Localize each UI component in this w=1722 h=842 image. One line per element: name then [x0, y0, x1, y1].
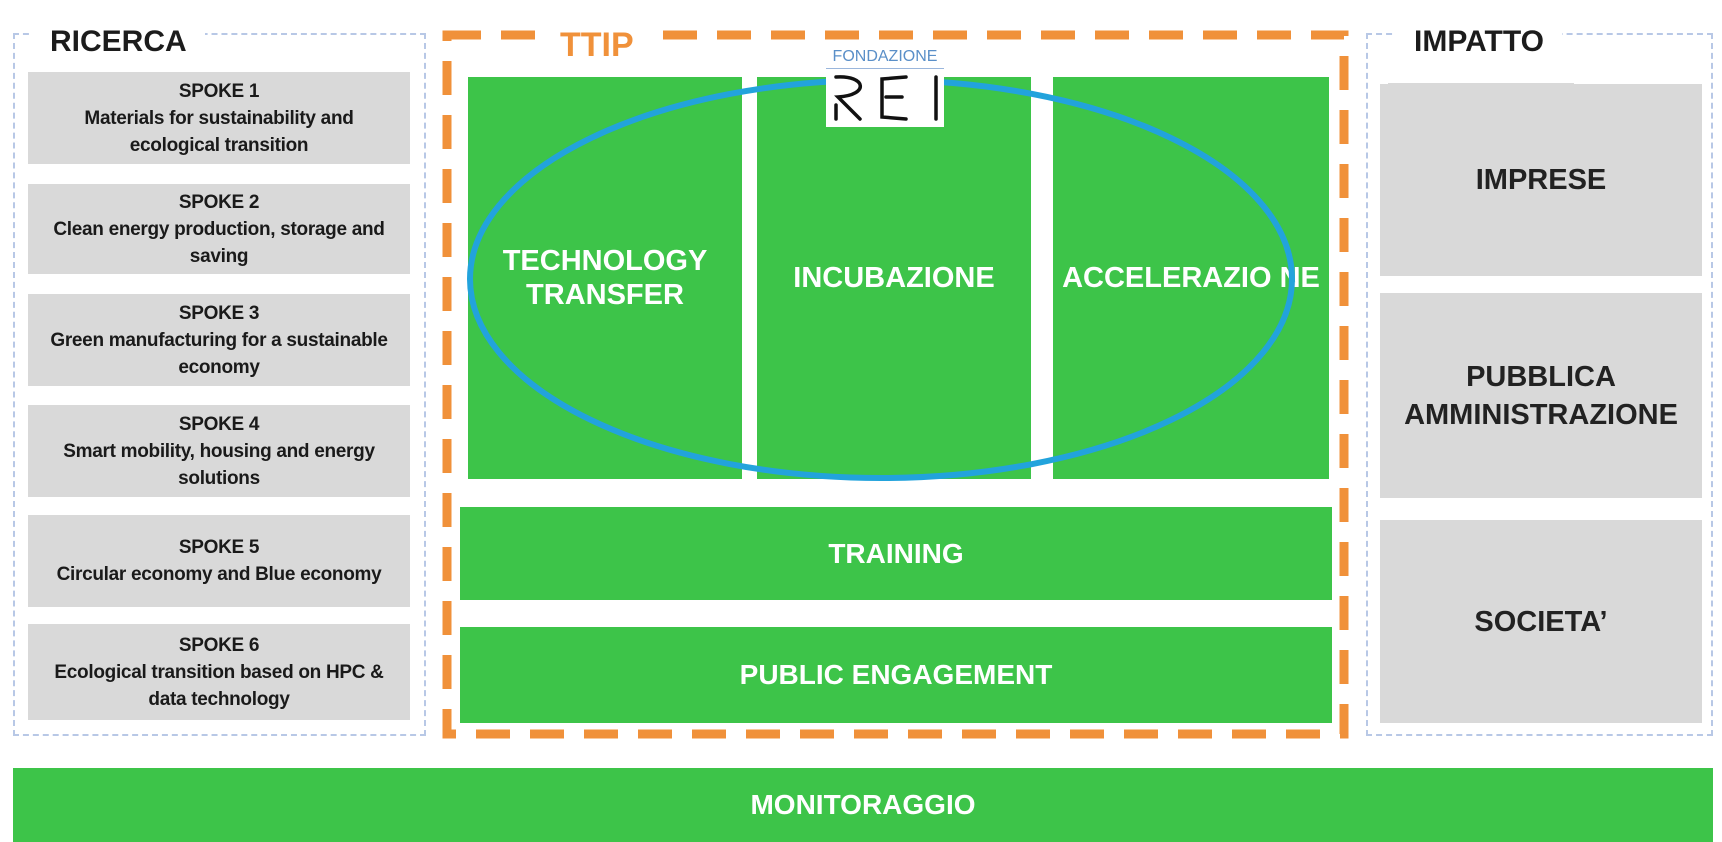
spoke-2: SPOKE 2 Clean energy production, storage…: [28, 184, 410, 274]
spoke-title: SPOKE 3: [178, 302, 260, 324]
spoke-5: SPOKE 5 Circular economy and Blue econom…: [28, 515, 410, 607]
pillar-technology-transfer: TECHNOLOGY TRANSFER: [468, 77, 742, 479]
impatto-tab-notch: [1388, 58, 1574, 84]
spoke-1: SPOKE 1 Materials for sustainability and…: [28, 72, 410, 164]
spoke-title: SPOKE 5: [178, 537, 260, 558]
ttip-dashed-border: [442, 30, 1349, 739]
spoke-3: SPOKE 3 Green manufacturing for a sustai…: [28, 294, 410, 386]
impact-pubblica-amministrazione: PUBBLICA AMMINISTRAZIONE: [1380, 293, 1702, 498]
spoke-desc: Smart mobility, housing and energy solut…: [63, 440, 375, 489]
highlight-ellipse-stroke: [467, 77, 1295, 481]
impatto-label: IMPATTO: [1396, 22, 1562, 62]
ricerca-frame: [13, 33, 426, 736]
spoke-desc: Ecological transition based on HPC & dat…: [54, 661, 384, 710]
spoke-title: SPOKE 4: [178, 413, 260, 435]
spoke-desc: Green manufacturing for a sustainable ec…: [50, 329, 388, 378]
spoke-title: SPOKE 2: [178, 191, 260, 213]
pillar-incubazione: INCUBAZIONE: [757, 77, 1031, 479]
ttip-frame: [442, 30, 1349, 739]
spoke-title: SPOKE 6: [178, 634, 260, 656]
monitoraggio-bar: MONITORAGGIO: [13, 768, 1713, 842]
spoke-4: SPOKE 4 Smart mobility, housing and ener…: [28, 405, 410, 497]
spoke-6: SPOKE 6 Ecological transition based on H…: [28, 624, 410, 720]
spoke-title: SPOKE 1: [178, 80, 260, 102]
spoke-desc: Clean energy production, storage and sav…: [53, 218, 385, 267]
spoke-desc: Circular economy and Blue economy: [56, 564, 382, 585]
training-band: TRAINING: [460, 507, 1332, 600]
logo-small-text: FONDAZIONE: [826, 47, 944, 69]
impact-societa: SOCIETA’: [1380, 520, 1702, 723]
public-engagement-band: PUBLIC ENGAGEMENT: [460, 627, 1332, 723]
rei-logo-mark-icon: [834, 75, 938, 121]
ttip-label: TTIP: [546, 24, 648, 66]
ricerca-label: RICERCA: [32, 22, 205, 62]
fondazione-rei-logo: FONDAZIONE: [826, 47, 944, 127]
highlight-ellipse: [467, 77, 1295, 481]
impact-imprese: IMPRESE: [1380, 84, 1702, 276]
spoke-desc: Materials for sustainability and ecologi…: [84, 107, 354, 156]
